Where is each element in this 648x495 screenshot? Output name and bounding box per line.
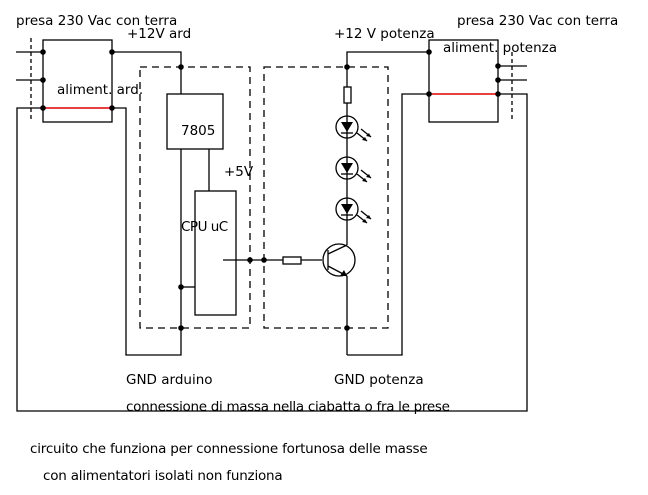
junction xyxy=(247,257,253,263)
led-1 xyxy=(335,115,372,142)
cpu-block xyxy=(194,190,237,316)
label-gnd-arduino: GND arduino xyxy=(126,372,213,388)
junction xyxy=(40,49,46,55)
label-socket-right: presa 230 Vac con terra xyxy=(457,13,618,29)
junction xyxy=(495,77,501,83)
junction xyxy=(344,64,350,70)
label-v12-ard: +12V ard xyxy=(127,26,191,42)
resistor-base xyxy=(282,256,302,265)
label-psu-arduino: aliment. ard. xyxy=(57,82,143,98)
label-regulator: 7805 xyxy=(181,123,215,139)
transistor-npn xyxy=(322,243,356,277)
gnd-potenza-wire xyxy=(347,93,429,356)
label-socket-left: presa 230 Vac con terra xyxy=(16,13,177,29)
label-ground-connection: connessione di massa nella ciabatta o fr… xyxy=(126,399,450,415)
resistor-led xyxy=(343,86,352,104)
arduino-board-outline xyxy=(139,66,251,329)
note-line-2: con alimentatori isolati non funziona xyxy=(43,468,282,484)
power-board-outline xyxy=(263,66,389,329)
psu-arduino-box xyxy=(42,39,113,123)
label-gnd-potenza: GND potenza xyxy=(334,372,424,388)
junction xyxy=(40,77,46,83)
regulator-7805 xyxy=(166,93,224,150)
v12-potenza-wire xyxy=(346,51,429,87)
label-v12-potenza: +12 V potenza xyxy=(334,26,435,42)
junction xyxy=(178,284,184,290)
junction xyxy=(426,49,432,55)
led-2 xyxy=(335,156,372,183)
junction xyxy=(40,105,46,111)
v12-ard-wire xyxy=(112,51,182,94)
label-psu-potenza: aliment. potenza xyxy=(443,40,557,56)
junction xyxy=(495,63,501,69)
junction xyxy=(344,325,350,331)
junction xyxy=(426,91,432,97)
junction xyxy=(495,91,501,97)
junction xyxy=(178,64,184,70)
led-3 xyxy=(335,197,372,224)
label-cpu: CPU uC xyxy=(181,219,228,235)
note-line-1: circuito che funziona per connessione fo… xyxy=(30,441,428,457)
label-v5: +5V xyxy=(224,164,254,180)
gnd-arduino-wire xyxy=(112,107,182,356)
ground-loop-wire xyxy=(16,93,528,412)
